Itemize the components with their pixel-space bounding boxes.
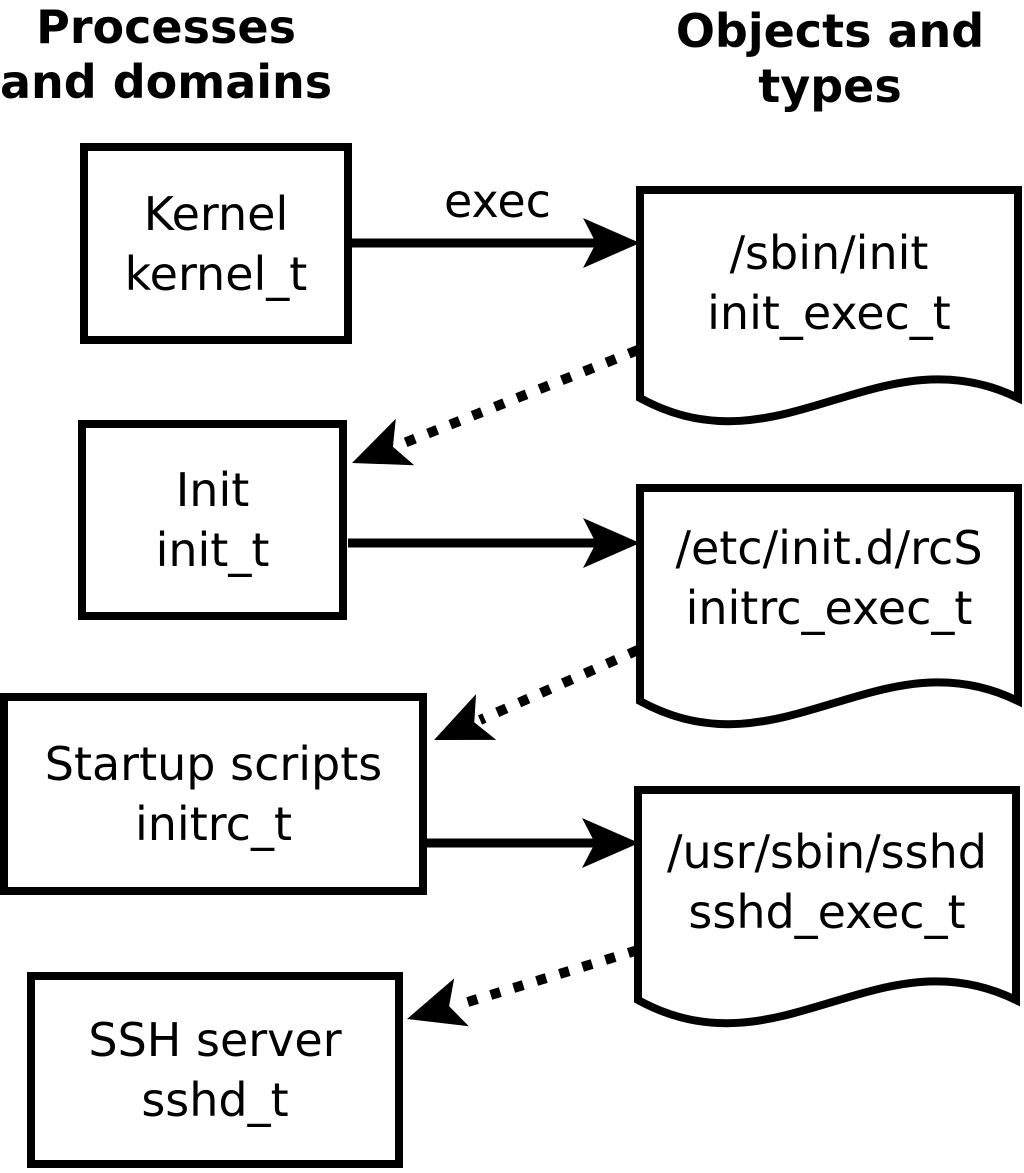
- process-box-startup-scripts: Startup scripts initrc_t: [0, 693, 427, 895]
- process-box-kernel: Kernel kernel_t: [80, 143, 352, 344]
- arrowhead-initrc-exec: [582, 818, 639, 868]
- document-usr-sbin-sshd: [634, 786, 1020, 1028]
- document-etc-initd-rcs: [636, 484, 1022, 729]
- transition-arrow-to-sshd: [407, 945, 640, 1027]
- document-label-usr-sbin-sshd: /usr/sbin/sshd sshd_exec_t: [638, 822, 1016, 942]
- process-name: Init: [175, 463, 250, 517]
- process-domain-type: initrc_t: [135, 797, 292, 851]
- transition-arrow-to-init: [352, 345, 640, 466]
- object-type: init_exec_t: [707, 286, 951, 340]
- heading-line: Objects and: [675, 4, 985, 58]
- document-label-etc-initd-rcs: /etc/init.d/rcS initrc_exec_t: [640, 518, 1018, 638]
- exec-arrow-label: exec: [444, 174, 551, 228]
- arrowhead-init-exec: [583, 518, 640, 568]
- process-domain-type: init_t: [155, 523, 270, 577]
- object-path: /sbin/init: [729, 226, 929, 280]
- document-sbin-init: [636, 186, 1022, 426]
- arrowhead-to-initrc: [434, 694, 497, 740]
- object-type: initrc_exec_t: [685, 581, 973, 635]
- heading-objects-and-types: Objects and types: [635, 4, 1024, 114]
- object-type: sshd_exec_t: [688, 885, 966, 939]
- process-domain-type: kernel_t: [124, 246, 308, 301]
- heading-line: and domains: [0, 55, 333, 109]
- arrowhead-to-init: [352, 418, 415, 466]
- process-box-ssh-server: SSH server sshd_t: [27, 972, 403, 1168]
- process-name: Kernel: [143, 186, 289, 241]
- arrowhead-to-sshd: [407, 978, 469, 1027]
- object-path: /etc/init.d/rcS: [675, 521, 983, 575]
- object-path: /usr/sbin/sshd: [667, 825, 987, 879]
- arrowhead-kernel-exec: [583, 218, 640, 268]
- arrow-init-exec: [348, 518, 640, 568]
- process-box-init: Init init_t: [78, 420, 347, 620]
- heading-line: Processes: [36, 0, 296, 54]
- arrow-kernel-exec: [350, 218, 640, 268]
- heading-processes-and-domains: Processes and domains: [0, 0, 332, 110]
- process-name: Startup scripts: [44, 737, 383, 791]
- transition-arrow-to-initrc: [434, 645, 641, 740]
- process-name: SSH server: [88, 1013, 342, 1067]
- process-domain-type: sshd_t: [141, 1073, 289, 1127]
- document-label-sbin-init: /sbin/init init_exec_t: [640, 223, 1018, 343]
- heading-line: types: [758, 59, 902, 113]
- arrow-initrc-exec: [424, 818, 639, 868]
